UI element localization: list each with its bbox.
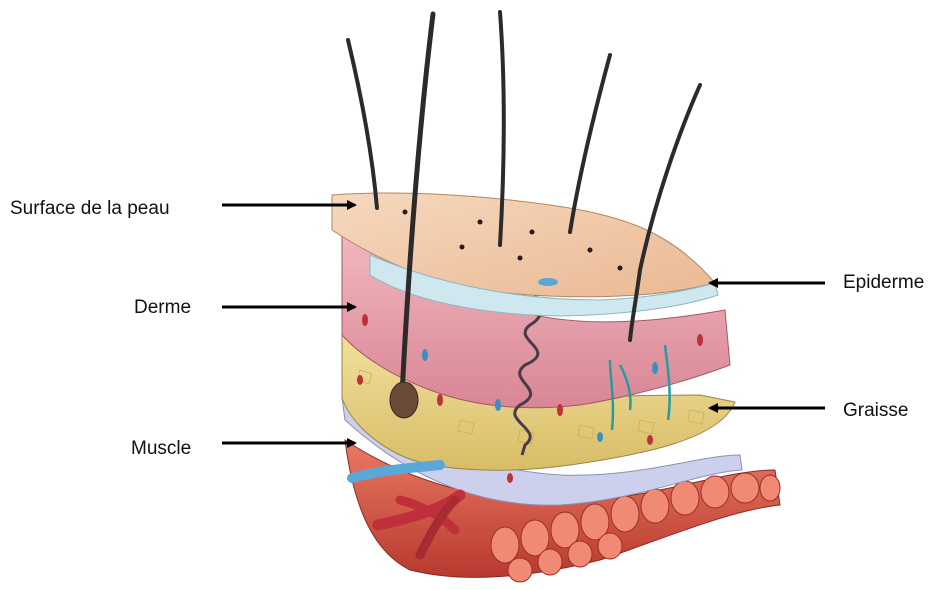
hair-follicle: [390, 382, 418, 418]
muscle-label: Muscle: [131, 438, 191, 460]
skin-surface-label: Surface de la peau: [10, 198, 170, 220]
dermis-label: Derme: [134, 297, 191, 319]
epidermis-label: Epiderme: [843, 272, 924, 294]
fat-label: Graisse: [843, 400, 908, 422]
